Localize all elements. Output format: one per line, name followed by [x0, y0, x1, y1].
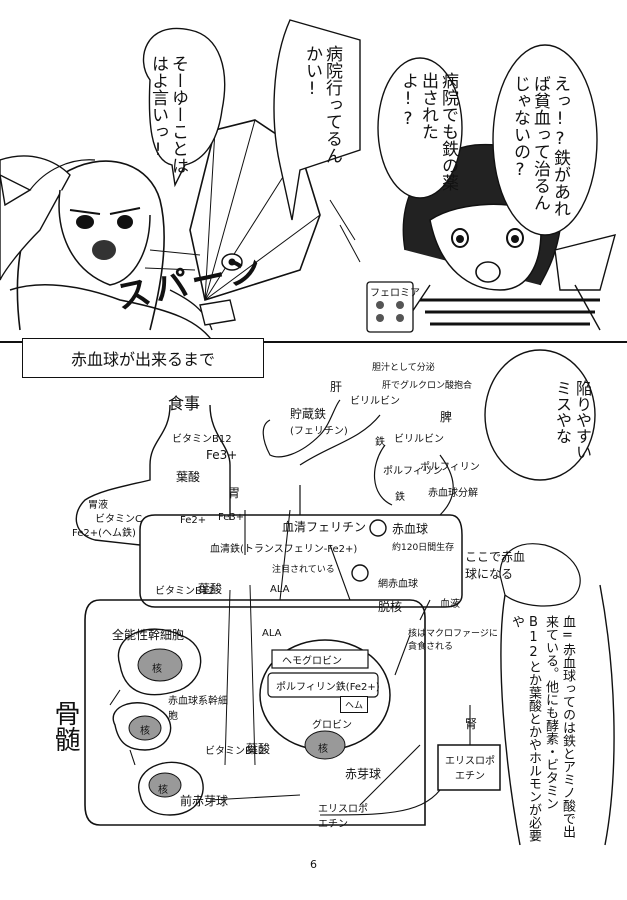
- label-epo-low: エリスロポエチン: [318, 804, 368, 830]
- label-vitamin-b12-top: ビタミンB12: [172, 434, 232, 445]
- label-vitamin-b12-mid: ビタミンB12: [155, 586, 215, 597]
- label-serum-iron: 血清鉄(トランスフェリン-Fe2+): [210, 544, 358, 555]
- label-ala-top: ALA: [270, 584, 290, 595]
- label-folate-top: 葉酸: [176, 470, 201, 484]
- label-here-note: ここで赤血球になる: [465, 550, 526, 581]
- label-fe3: Fe3+: [206, 448, 238, 462]
- label-folate-mid: 葉酸: [198, 582, 223, 596]
- label-nucleus-4: 核: [318, 744, 328, 755]
- label-fe3-a: Fe3+: [218, 512, 245, 523]
- label-kidney: 腎: [465, 717, 478, 731]
- label-proerythroblast: 前赤芽球: [180, 794, 229, 808]
- manga-top-panel-art: [0, 19, 627, 345]
- label-iron-bottom: 鉄: [395, 492, 405, 503]
- label-rbc-stem: 赤血球系幹細胞: [168, 696, 228, 722]
- label-fe2-a: Fe2+: [180, 515, 207, 526]
- label-ferritin-paren: (フェリチン): [290, 426, 348, 437]
- label-bile-note: 胆汁として分泌: [372, 363, 435, 373]
- label-rbc-breakdown: 赤血球分解: [428, 488, 478, 499]
- label-attention: 注目されている: [272, 565, 335, 575]
- label-glucuronide: 肝でグルクロン酸抱合: [382, 381, 473, 391]
- label-nucleus-2: 核: [140, 726, 150, 737]
- speech-left: そーゆーことははよ言いっ!: [148, 55, 188, 174]
- label-bilirubin-top: ビリルビン: [350, 396, 400, 407]
- label-nucleus-1: 核: [152, 664, 162, 675]
- label-heme: ヘム: [340, 696, 369, 713]
- speech-fan: 病院行ってるんかい!: [302, 45, 342, 164]
- diagram-title: 赤血球が出来るまで: [22, 338, 264, 378]
- label-stomach: 胃: [228, 486, 241, 500]
- label-meal: 食事: [168, 394, 201, 413]
- label-rbc: 赤血球: [392, 522, 429, 536]
- label-hemoglobin: ヘモグロビン: [282, 656, 342, 667]
- label-marrow: 骨髄: [50, 700, 80, 752]
- label-reticulocyte: 網赤血球: [378, 579, 418, 590]
- label-epo-box: エリスロポエチン: [445, 756, 495, 782]
- label-globin: グロビン: [312, 720, 352, 731]
- label-bilirubin-mid: ビリルビン: [394, 434, 444, 445]
- label-blood: 血液: [440, 599, 460, 610]
- label-liver: 肝: [330, 380, 343, 394]
- label-folate-low: 葉酸: [246, 742, 271, 756]
- label-serum-ferritin: 血清フェリチン: [282, 520, 367, 534]
- page-number: 6: [310, 858, 317, 871]
- label-ala-bottom: ALA: [262, 628, 282, 639]
- pill-label: フェロミア: [370, 288, 420, 299]
- speech-right-top: えっ!?鉄があれば貧血って治るんじゃないの?: [510, 75, 570, 217]
- label-porphyrin-iron: ポルフィリン鉄(Fe2+): [276, 682, 380, 693]
- label-porphyrin-left: ポルフィリン: [383, 466, 443, 477]
- label-fe2-heme: Fe2+(ヘム鉄): [72, 528, 136, 539]
- label-vitamin-c: ビタミンC: [95, 514, 142, 525]
- label-iron-mid: 鉄: [375, 437, 385, 448]
- label-macrophage-note: 核はマクロファージに貪食される: [408, 629, 498, 652]
- label-stem-cell: 全能性幹細胞: [112, 628, 185, 642]
- speech-middle: 病院でも鉄の薬出されたよ!?: [398, 72, 458, 191]
- label-stored-iron: 貯蔵鉄: [290, 407, 327, 421]
- speech-explanation: 血=赤血球ってのは鉄とアミノ酸で出来ている。他にも酵素・ビタミンB12とか葉酸と…: [509, 615, 575, 842]
- label-erythroblast: 赤芽球: [345, 767, 382, 781]
- label-gastric-juice: 胃液: [88, 500, 108, 511]
- label-spleen: 脾: [440, 410, 453, 424]
- diagram-lines: [75, 349, 615, 846]
- label-porphyrin-right: ポルフィリン: [420, 462, 480, 473]
- speech-easy-mistake: 陥りやすいミスやな: [553, 380, 592, 460]
- label-nucleus-3: 核: [158, 785, 168, 796]
- label-vitamin-b12-low: ビタミンB12: [205, 746, 265, 757]
- label-rbc-life: 約120日間生存: [392, 543, 455, 553]
- label-enucleation: 脱核: [378, 600, 403, 614]
